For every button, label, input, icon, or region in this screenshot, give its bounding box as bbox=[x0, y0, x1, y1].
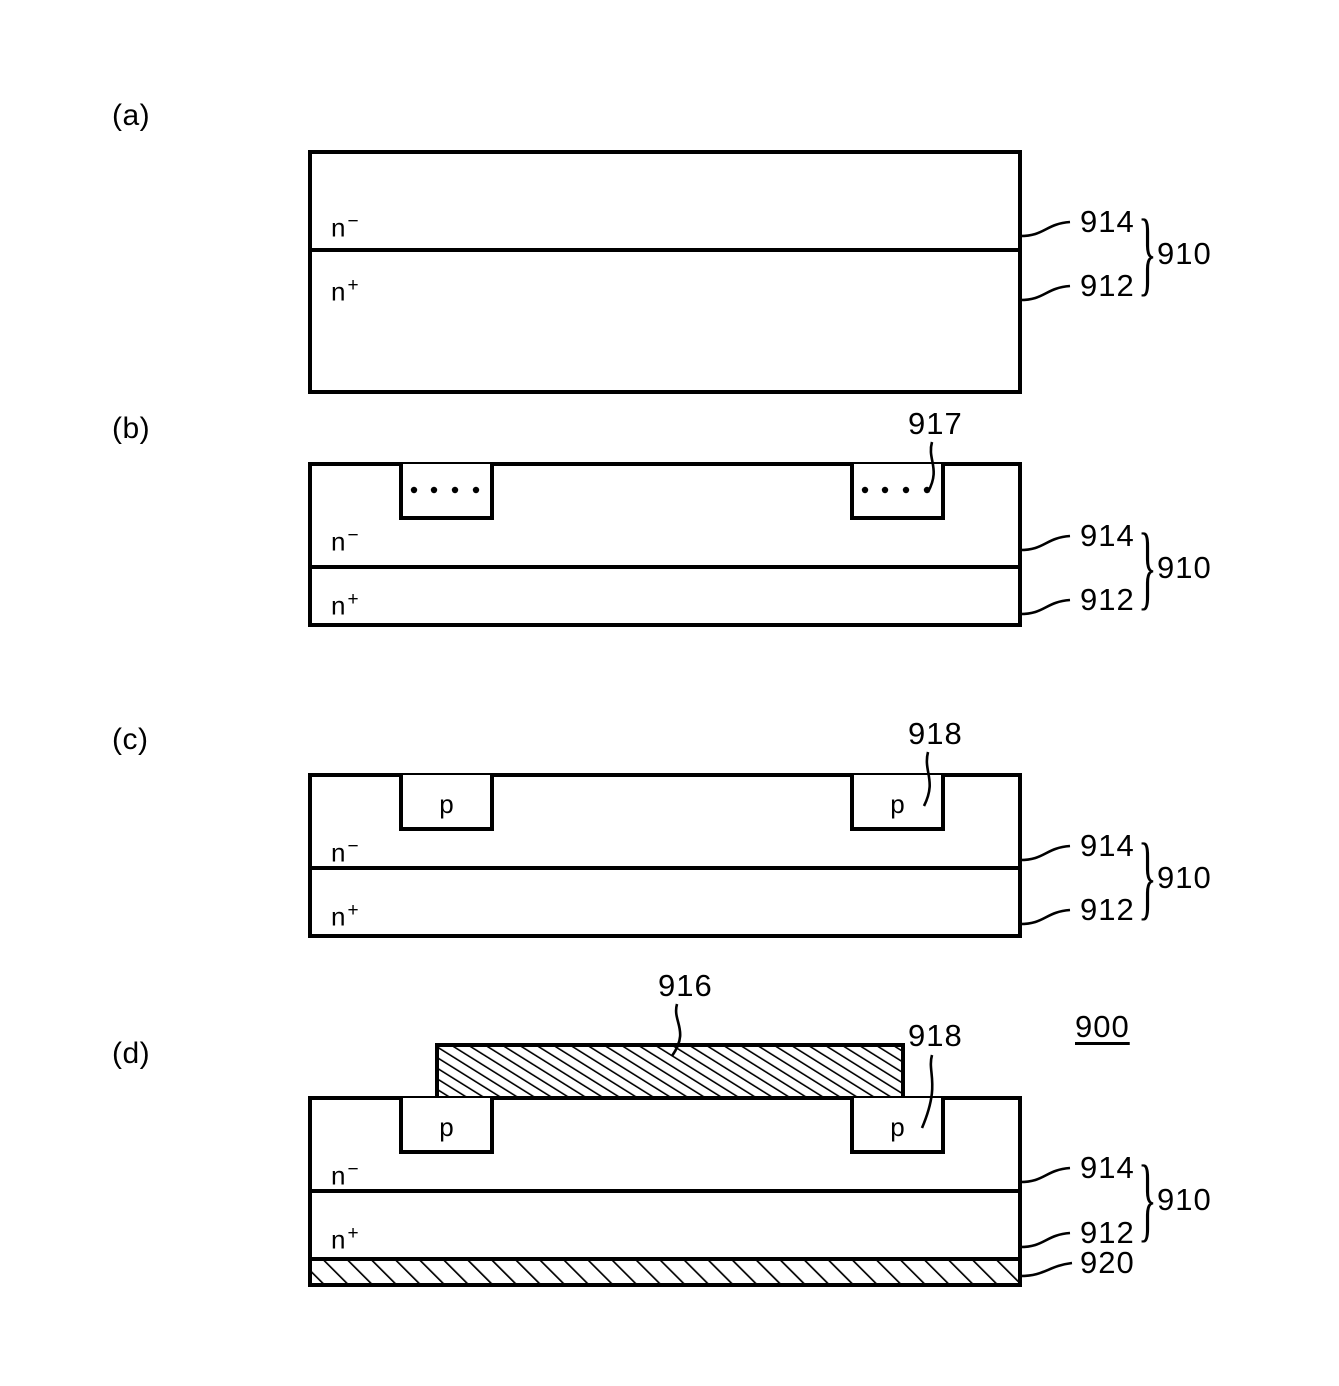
panel-d-leader-912 bbox=[1019, 1231, 1071, 1249]
panel-a-brace-910: } bbox=[1138, 199, 1157, 305]
panel-b-leader-914 bbox=[1019, 534, 1071, 552]
panel-label-c: (c) bbox=[112, 723, 149, 756]
panel-label-a: (a) bbox=[112, 99, 151, 132]
panel-d-leader-916 bbox=[670, 1003, 682, 1057]
panel-b-implant-dots-left bbox=[410, 486, 480, 494]
n-plus-superscript: + bbox=[347, 900, 359, 921]
n-minus-superscript: − bbox=[347, 836, 359, 857]
panel-a-substrate bbox=[308, 150, 1022, 394]
panel-d-leader-914 bbox=[1019, 1166, 1071, 1184]
panel-a-n-minus-label: n− bbox=[331, 211, 359, 244]
panel-a-n-plus-label: n+ bbox=[331, 275, 359, 308]
n-plus-superscript: + bbox=[347, 589, 359, 610]
n-minus-text: n bbox=[331, 526, 346, 557]
panel-c-n-minus-label: n− bbox=[331, 836, 359, 869]
panel-d-ref-914: 914 bbox=[1080, 1150, 1135, 1185]
panel-d-ref-912: 912 bbox=[1080, 1215, 1135, 1250]
panel-c-ref-910: 910 bbox=[1157, 860, 1212, 895]
panel-c-p-well-left-label: p bbox=[439, 789, 454, 819]
panel-c-leader-918 bbox=[922, 751, 932, 807]
figure-ref-900: 900 bbox=[1075, 1009, 1130, 1044]
panel-b-ref-914: 914 bbox=[1080, 518, 1135, 553]
panel-b-well-left bbox=[399, 464, 494, 520]
n-minus-superscript: − bbox=[347, 1159, 359, 1180]
panel-d-leader-918 bbox=[920, 1054, 934, 1129]
panel-a-drawing bbox=[308, 150, 1071, 394]
panel-b-leader-917 bbox=[926, 441, 935, 493]
panel-d-ref-910: 910 bbox=[1157, 1182, 1212, 1217]
panel-b-n-minus-label: n− bbox=[331, 525, 359, 558]
panel-d-bottom-electrode-920 bbox=[308, 1257, 1022, 1287]
panel-c-ref-918: 918 bbox=[908, 716, 963, 751]
panel-b-ref-912: 912 bbox=[1080, 582, 1135, 617]
panel-c-leader-912 bbox=[1019, 908, 1071, 926]
n-plus-text: n bbox=[331, 590, 346, 621]
panel-a-ref-910: 910 bbox=[1157, 236, 1212, 271]
panel-c-ref-912: 912 bbox=[1080, 892, 1135, 927]
panel-d-n-plus-label: n+ bbox=[331, 1223, 359, 1256]
n-plus-superscript: + bbox=[347, 1223, 359, 1244]
panel-c-p-well-right-label: p bbox=[890, 789, 905, 819]
panel-c-well-left bbox=[399, 775, 494, 831]
panel-b-ref-910: 910 bbox=[1157, 550, 1212, 585]
n-plus-superscript: + bbox=[347, 275, 359, 296]
panel-d-drawing bbox=[308, 1003, 1073, 1287]
panel-d-ref-918: 918 bbox=[908, 1018, 963, 1053]
panel-c-leader-914 bbox=[1019, 844, 1071, 862]
panel-a-ref-914: 914 bbox=[1080, 204, 1135, 239]
panel-b-n-plus-label: n+ bbox=[331, 589, 359, 622]
panel-d-p-well-left-label: p bbox=[439, 1112, 454, 1142]
n-minus-text: n bbox=[331, 837, 346, 868]
panel-c-well-right bbox=[850, 775, 945, 831]
panel-d-top-electrode-916 bbox=[435, 1043, 905, 1100]
panel-a-leader-912 bbox=[1019, 284, 1071, 302]
panel-d-leader-920 bbox=[1019, 1261, 1073, 1278]
panel-b-brace-910: } bbox=[1138, 513, 1157, 619]
panel-label-d: (d) bbox=[112, 1037, 151, 1070]
panel-c-drawing bbox=[308, 751, 1071, 938]
panel-label-b: (b) bbox=[112, 412, 151, 445]
n-plus-text: n bbox=[331, 276, 346, 307]
panel-c-ref-914: 914 bbox=[1080, 828, 1135, 863]
panel-c-n-plus-label: n+ bbox=[331, 900, 359, 933]
n-minus-superscript: − bbox=[347, 211, 359, 232]
panel-d-brace-910: } bbox=[1138, 1145, 1157, 1251]
n-minus-superscript: − bbox=[347, 525, 359, 546]
n-plus-text: n bbox=[331, 1224, 346, 1255]
panel-d-n-minus-label: n− bbox=[331, 1159, 359, 1192]
panel-d-ref-916: 916 bbox=[658, 968, 713, 1003]
panel-b-drawing bbox=[308, 441, 1071, 627]
panel-d-ref-920: 920 bbox=[1080, 1245, 1135, 1280]
panel-b-leader-912 bbox=[1019, 598, 1071, 616]
panel-b-well-right bbox=[850, 464, 945, 520]
panel-a-leader-914 bbox=[1019, 220, 1071, 238]
panel-c-brace-910: } bbox=[1138, 823, 1157, 929]
panel-d-well-right bbox=[850, 1098, 945, 1154]
panel-a-ref-912: 912 bbox=[1080, 268, 1135, 303]
panel-d-p-well-right-label: p bbox=[890, 1112, 905, 1142]
n-plus-text: n bbox=[331, 901, 346, 932]
panel-d-well-left bbox=[399, 1098, 494, 1154]
n-minus-text: n bbox=[331, 212, 346, 243]
n-minus-text: n bbox=[331, 1160, 346, 1191]
panel-b-ref-917: 917 bbox=[908, 406, 963, 441]
